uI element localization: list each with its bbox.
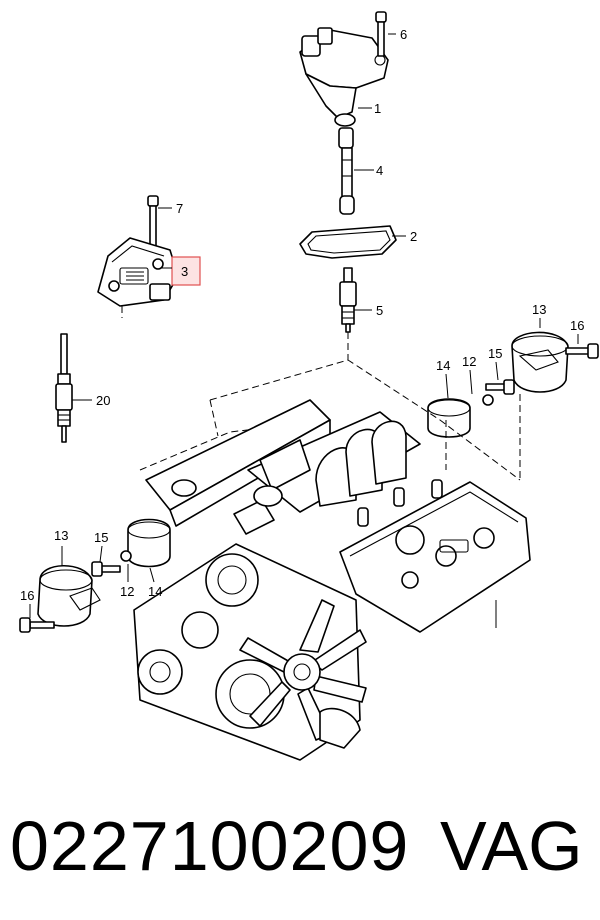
callout-1: 1 [374,101,381,116]
callout-15-left: 15 [94,530,108,545]
callout-12-left: 12 [120,584,134,599]
damper-14-left [127,518,171,568]
callout-13-left: 13 [54,528,68,543]
bolt-16-left [19,617,55,633]
plug-20 [55,333,73,443]
bolt-16-right [565,343,599,359]
clamp-13-left [37,564,101,627]
ignition-coil [299,27,389,127]
brand-name: VAG [440,807,583,885]
callout-16-left: 16 [20,588,34,603]
bolt-15-right [485,379,515,395]
engine-block [133,359,531,761]
callout-4: 4 [376,163,383,178]
bolt-15-left [91,561,121,577]
spark-plug-5 [339,267,357,333]
callout-5: 5 [376,303,383,318]
callout-6: 6 [400,27,407,42]
callout-14-right: 14 [436,358,450,373]
washer-12-right [482,394,494,406]
callout-labels: 6 1 4 2 5 7 3 20 13 16 15 12 14 13 15 12… [20,27,584,603]
washer-12-left [120,550,132,562]
callout-20: 20 [96,393,110,408]
leader-lines [29,33,579,618]
highlight-box-3 [171,256,201,286]
callout-13-right: 13 [532,302,546,317]
damper-14-right [427,398,471,438]
callout-15-right: 15 [488,346,502,361]
callout-12-right: 12 [462,354,476,369]
callout-3: 3 [181,264,188,279]
connector-tube-4 [338,127,355,215]
clamp-13-right [511,331,569,393]
callout-14-left: 14 [148,584,162,599]
bolt-6 [375,11,387,57]
callout-16-right: 16 [570,318,584,333]
part-number: 0227100209 [10,807,410,885]
exploded-parts-diagram: 6 1 4 2 5 7 3 20 13 16 15 12 14 13 15 12… [19,11,599,761]
callout-7: 7 [176,201,183,216]
callout-2: 2 [410,229,417,244]
ignition-module-3 [97,195,179,307]
